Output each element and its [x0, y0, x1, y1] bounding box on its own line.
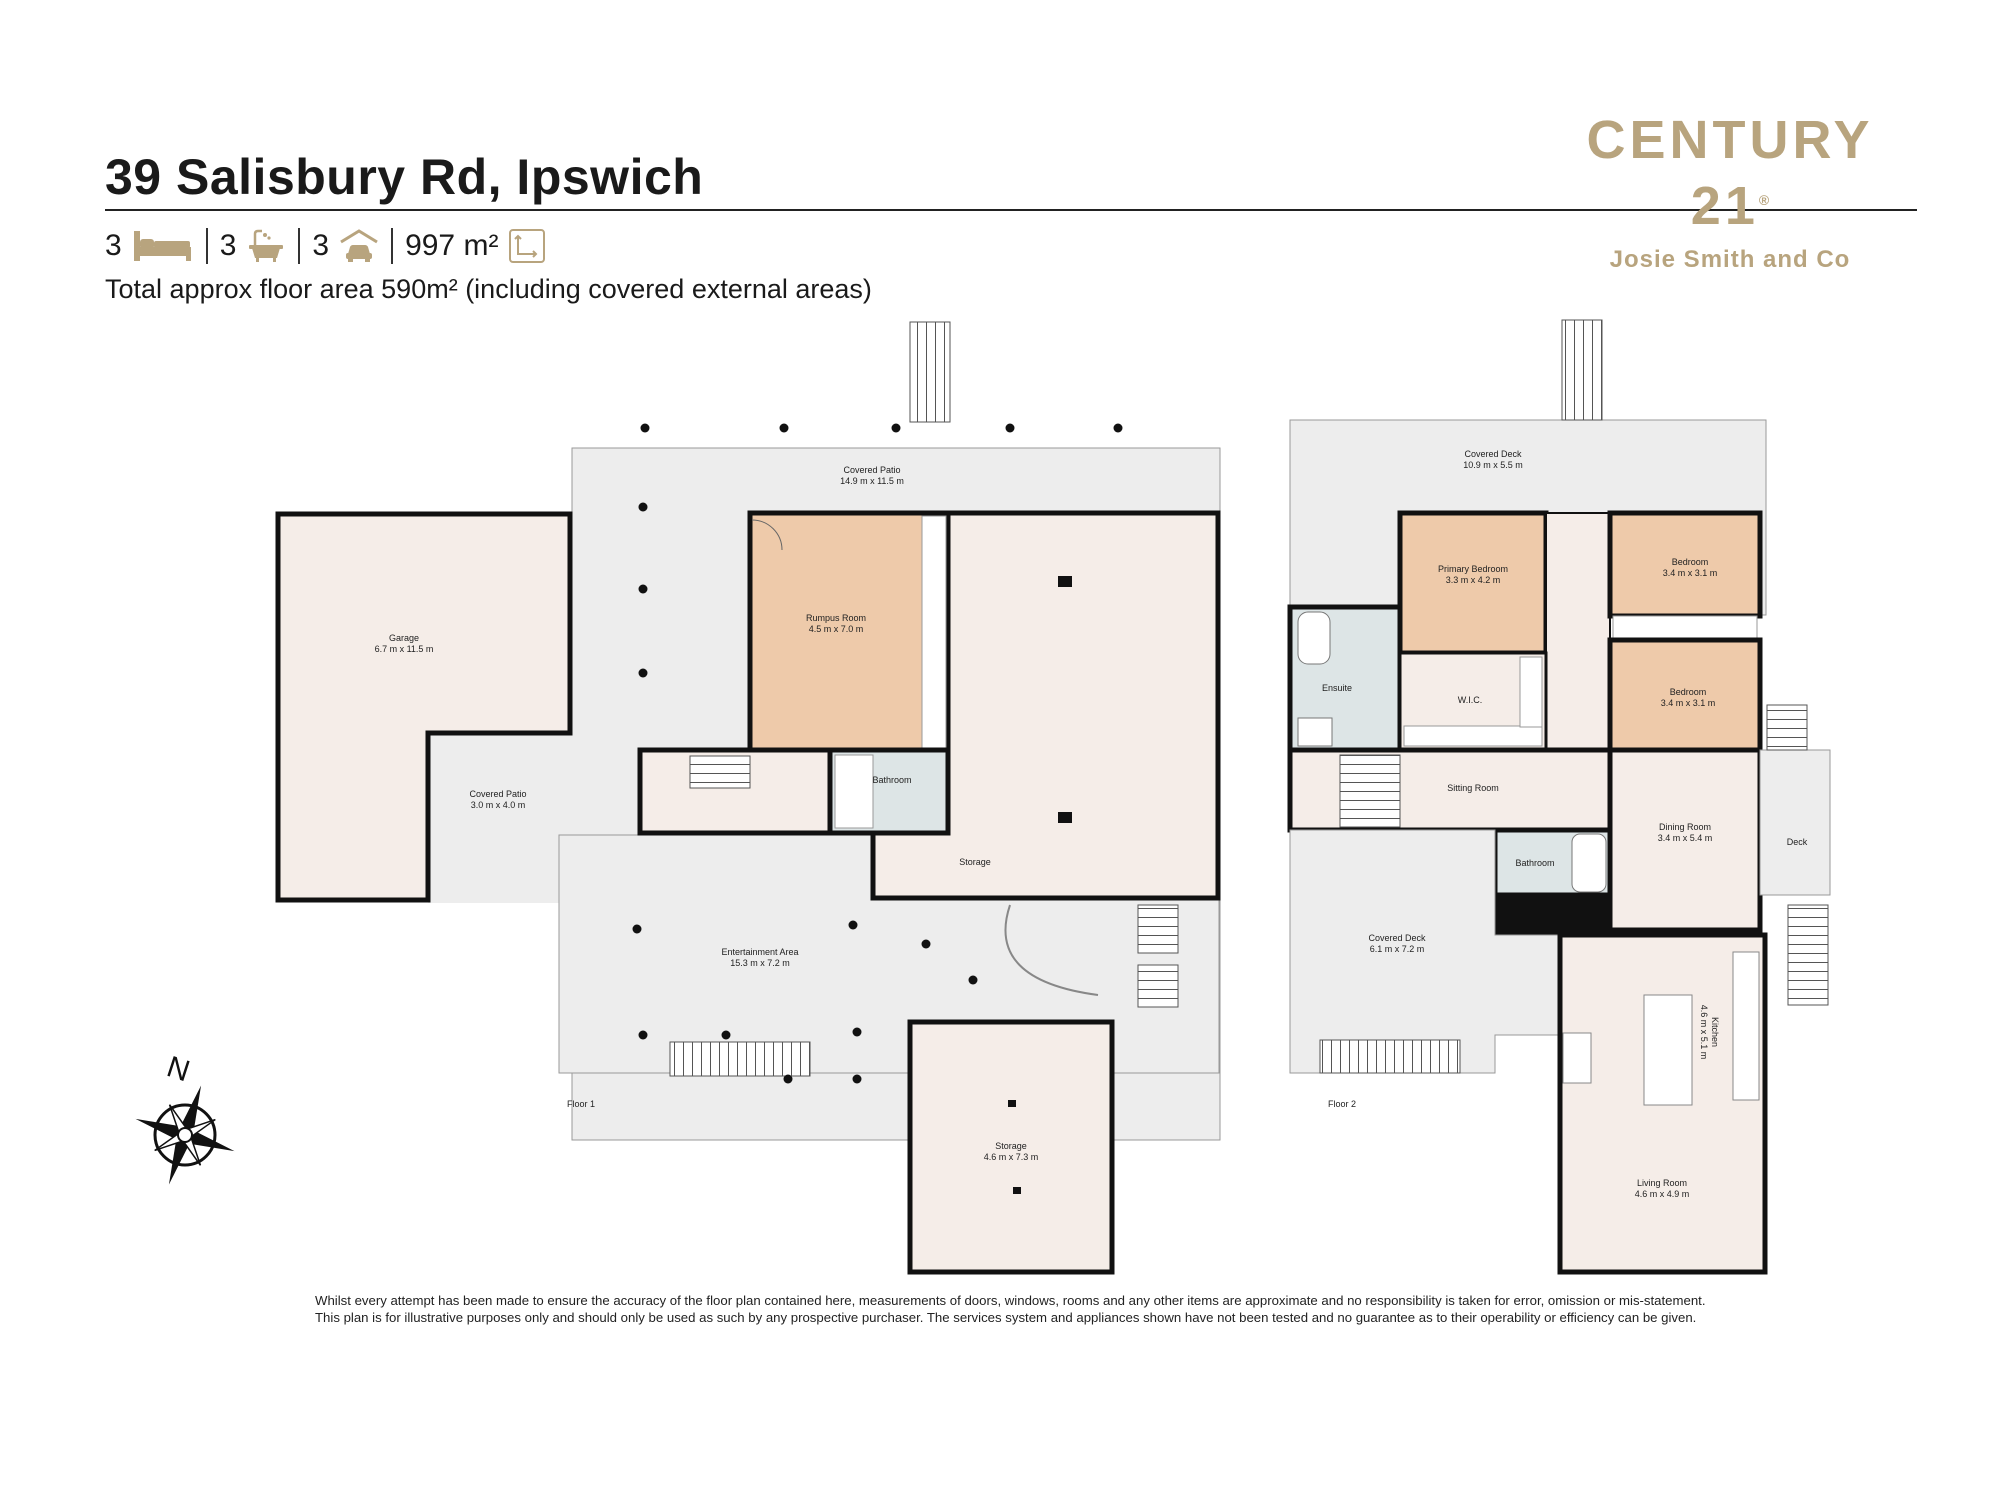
label-storage-small: Storage: [995, 1141, 1027, 1151]
car-count: 3: [312, 229, 330, 262]
bed-icon: [133, 231, 191, 261]
stairs-f2-bottom: [1319, 1039, 1461, 1074]
label-covered-deck-left: Covered Deck: [1368, 933, 1426, 943]
brand-office: Josie Smith and Co: [1609, 246, 1851, 273]
floor-area-note: Total approx floor area 590m² (including…: [105, 274, 872, 304]
disclaimer-line-1: Whilst every attempt has been made to en…: [315, 1293, 1706, 1308]
label-floor-1: Floor 1: [567, 1099, 595, 1109]
label-bathroom-f2: Bathroom: [1515, 858, 1554, 868]
label-garage: Garage: [389, 633, 419, 643]
land-area: 997 m²: [405, 229, 499, 262]
stairs-f1-bottom: [669, 1041, 811, 1077]
floor-2: Covered Deck 10.9 m x 5.5 m Primary Bedr…: [1287, 319, 1831, 1275]
stairs-f2-right: [1787, 904, 1829, 1006]
stairs-f1-top: [909, 321, 951, 423]
dims-covered-deck-top: 10.9 m x 5.5 m: [1463, 460, 1523, 470]
floor-1: Covered Patio 14.9 m x 11.5 m Garage 6.7…: [275, 321, 1221, 1275]
dims-covered-deck-left: 6.1 m x 7.2 m: [1370, 944, 1425, 954]
property-stats: 3 3 3 997 m²: [105, 226, 558, 266]
bedroom-a: [1607, 510, 1763, 619]
stat-separator: [391, 228, 394, 264]
stairs-f2-deck: [1766, 704, 1808, 751]
label-dining-room: Dining Room: [1659, 822, 1711, 832]
bath-icon: [249, 229, 284, 262]
label-storage-large: Storage: [959, 857, 991, 867]
dims-bedroom-b: 3.4 m x 3.1 m: [1661, 698, 1716, 708]
garage-room: [275, 511, 573, 903]
storage-small-room: [907, 1019, 1115, 1275]
label-covered-deck-top: Covered Deck: [1464, 449, 1522, 459]
stairs-f1-right2: [1137, 964, 1179, 1008]
garage-car-icon: [340, 229, 378, 262]
disclaimer: Whilst every attempt has been made to en…: [315, 1292, 1875, 1326]
dims-kitchen: 4.6 m x 5.1 m: [1699, 1005, 1709, 1060]
label-wic: W.I.C.: [1458, 695, 1483, 705]
dims-primary-bedroom: 3.3 m x 4.2 m: [1446, 575, 1501, 585]
stairs-f2-top: [1561, 319, 1603, 421]
rumpus-room: [747, 510, 951, 753]
dims-living-room: 4.6 m x 4.9 m: [1635, 1189, 1690, 1199]
label-living-room: Living Room: [1637, 1178, 1687, 1188]
bedroom-stat: 3: [105, 229, 206, 263]
land-area-icon: [509, 229, 546, 263]
label-bedroom-b: Bedroom: [1670, 687, 1707, 697]
label-covered-patio-small: Covered Patio: [469, 789, 526, 799]
brand-logo: CENTURY 21® Josie Smith and Co: [1555, 110, 1905, 274]
patio-posts: [632, 423, 1123, 1084]
label-primary-bedroom: Primary Bedroom: [1438, 564, 1508, 574]
dims-covered-patio: 14.9 m x 11.5 m: [840, 476, 904, 486]
stairs-f1-right: [1137, 904, 1179, 954]
label-floor-2: Floor 2: [1328, 1099, 1356, 1109]
label-sitting-room: Sitting Room: [1447, 783, 1499, 793]
dims-entertainment: 15.3 m x 7.2 m: [730, 958, 790, 968]
label-bedroom-a: Bedroom: [1672, 557, 1709, 567]
bathroom-count: 3: [219, 229, 237, 262]
dims-storage-small: 4.6 m x 7.3 m: [984, 1152, 1039, 1162]
primary-bedroom: [1397, 510, 1549, 656]
property-address: 39 Salisbury Rd, Ipswich: [105, 149, 704, 205]
dims-dining-room: 3.4 m x 5.4 m: [1658, 833, 1713, 843]
deck: [1759, 749, 1831, 896]
dims-bedroom-a: 3.4 m x 3.1 m: [1663, 568, 1718, 578]
floor-plan: Covered Patio 14.9 m x 11.5 m Garage 6.7…: [135, 319, 1831, 1275]
bathroom-f2-wall-block: [1495, 895, 1610, 935]
car-stat: 3: [312, 228, 391, 264]
bathroom-stat: 3: [220, 228, 299, 264]
label-covered-patio: Covered Patio: [843, 465, 900, 475]
label-entertainment: Entertainment Area: [721, 947, 798, 957]
hallway: [1545, 512, 1611, 751]
dims-garage: 6.7 m x 11.5 m: [375, 644, 434, 654]
dims-rumpus: 4.5 m x 7.0 m: [809, 624, 864, 634]
bedroom-b: [1607, 637, 1763, 753]
bedroom-count: 3: [105, 229, 122, 262]
land-area-stat: 997 m²: [405, 228, 558, 264]
dims-covered-patio-small: 3.0 m x 4.0 m: [471, 800, 526, 810]
label-ensuite: Ensuite: [1322, 683, 1352, 693]
label-kitchen: Kitchen: [1710, 1017, 1720, 1047]
label-rumpus: Rumpus Room: [806, 613, 866, 623]
header-divider: [105, 209, 1917, 211]
label-deck: Deck: [1787, 837, 1808, 847]
compass-north-label: N: [163, 1050, 194, 1088]
brand-name: CENTURY 21®: [1586, 110, 1874, 236]
disclaimer-line-2: This plan is for illustrative purposes o…: [315, 1310, 1697, 1325]
kitchen-island: [1643, 994, 1693, 1106]
label-bathroom-f1: Bathroom: [872, 775, 911, 785]
stat-separator: [205, 228, 208, 264]
stat-separator: [298, 228, 301, 264]
compass-rose: N: [135, 1050, 235, 1185]
